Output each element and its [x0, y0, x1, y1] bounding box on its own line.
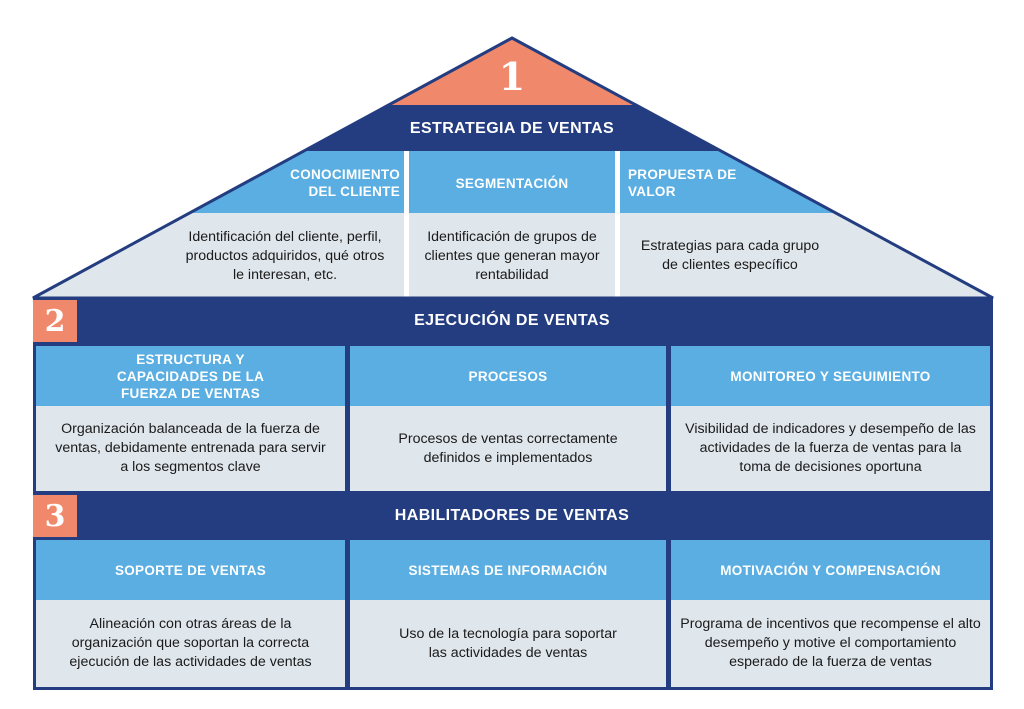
- desc-procesos: Procesos de ventas correctamente definid…: [350, 406, 666, 491]
- desc-motivacion-compensacion: Programa de incentivos que recompense el…: [671, 600, 990, 687]
- header-estructura-capacidades: ESTRUCTURA Y CAPACIDADES DE LA FUERZA DE…: [36, 346, 345, 406]
- desc-estructura-capacidades: Organización balanceada de la fuerza de …: [36, 406, 345, 491]
- section-title-habilitadores: HABILITADORES DE VENTAS: [394, 507, 630, 524]
- desc-soporte-ventas: Alineación con otras áreas de la organiz…: [36, 600, 345, 687]
- desc-monitoreo: Visibilidad de indicadores y desempeño d…: [671, 406, 990, 491]
- desc-segmentacion: Identificación de grupos de clientes que…: [424, 228, 600, 283]
- desc-sistemas-informacion: Uso de la tecnología para soportar las a…: [350, 600, 666, 687]
- section-number-1: 1: [498, 53, 526, 99]
- section-title-estrategia: ESTRATEGIA DE VENTAS: [409, 120, 615, 137]
- section-title-ejecucion: EJECUCIÓN DE VENTAS: [414, 312, 610, 329]
- header-motivacion-compensacion: MOTIVACIÓN Y COMPENSACIÓN: [671, 540, 990, 600]
- header-sistemas-informacion: SISTEMAS DE INFORMACIÓN: [350, 540, 666, 600]
- desc-propuesta-valor: Estrategias para cada grupo de clientes …: [640, 238, 820, 273]
- section-number-2: 2: [33, 300, 77, 342]
- header-soporte-ventas: SOPORTE DE VENTAS: [36, 540, 345, 600]
- section-number-3: 3: [33, 495, 77, 537]
- header-procesos: PROCESOS: [350, 346, 666, 406]
- header-monitoreo: MONITOREO Y SEGUIMIENTO: [671, 346, 990, 406]
- header-propuesta-valor: PROPUESTA DE VALOR: [628, 167, 737, 199]
- header-conocimiento-cliente: CONOCIMIENTO DEL CLIENTE: [290, 167, 400, 199]
- header-segmentacion: SEGMENTACIÓN: [455, 175, 569, 191]
- desc-conocimiento-cliente: Identificación del cliente, perfil, prod…: [185, 228, 385, 283]
